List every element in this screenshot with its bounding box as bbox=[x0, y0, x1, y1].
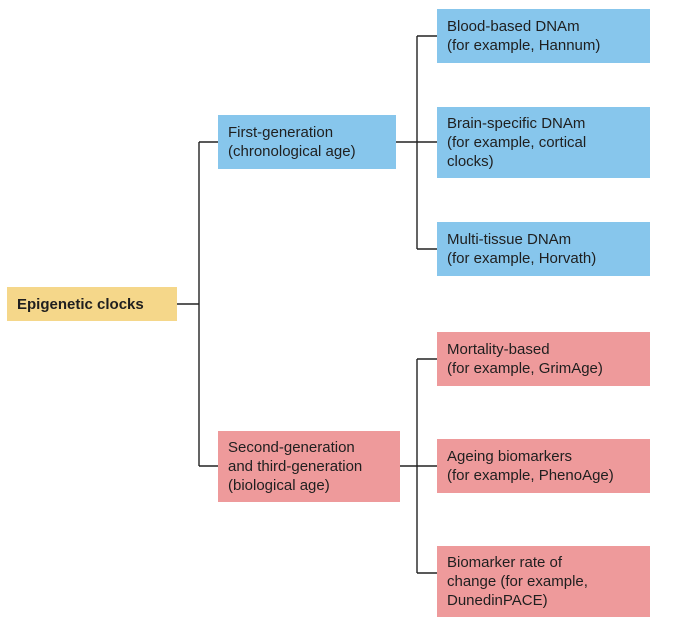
node-brain-specific-dnam: Brain-specific DNAm (for example, cortic… bbox=[437, 107, 650, 178]
node-multi-tissue-dnam: Multi-tissue DNAm (for example, Horvath) bbox=[437, 222, 650, 276]
mortality-line2: (for example, GrimAge) bbox=[447, 360, 603, 377]
node-mortality-based: Mortality-based (for example, GrimAge) bbox=[437, 332, 650, 386]
brain-specific-line2: (for example, cortical bbox=[447, 134, 587, 151]
mortality-line1: Mortality-based bbox=[447, 341, 550, 358]
ageing-line1: Ageing biomarkers bbox=[447, 448, 573, 465]
second-generation-line3: (biological age) bbox=[228, 477, 330, 494]
node-blood-based-dnam: Blood-based DNAm (for example, Hannum) bbox=[437, 9, 650, 63]
multi-tissue-line2: (for example, Horvath) bbox=[447, 250, 597, 267]
rate-line3: DunedinPACE) bbox=[447, 592, 548, 609]
node-first-generation: First-generation (chronological age) bbox=[218, 115, 396, 169]
multi-tissue-line1: Multi-tissue DNAm bbox=[447, 231, 572, 248]
first-generation-line1: First-generation bbox=[228, 124, 334, 141]
rate-line1: Biomarker rate of bbox=[447, 554, 563, 571]
node-second-generation: Second-generation and third-generation (… bbox=[218, 431, 400, 502]
brain-specific-line1: Brain-specific DNAm bbox=[447, 115, 586, 132]
ageing-line2: (for example, PhenoAge) bbox=[447, 467, 614, 484]
root-node-epigenetic-clocks: Epigenetic clocks bbox=[7, 287, 177, 321]
node-biomarker-rate-of-change: Biomarker rate of change (for example, D… bbox=[437, 546, 650, 617]
second-generation-line2: and third-generation bbox=[228, 458, 363, 475]
node-ageing-biomarkers: Ageing biomarkers (for example, PhenoAge… bbox=[437, 439, 650, 493]
blood-based-line1: Blood-based DNAm bbox=[447, 18, 580, 35]
second-generation-line1: Second-generation bbox=[228, 439, 355, 456]
root-label: Epigenetic clocks bbox=[17, 295, 144, 313]
rate-line2: change (for example, bbox=[447, 573, 588, 590]
brain-specific-line3: clocks) bbox=[447, 153, 494, 170]
blood-based-line2: (for example, Hannum) bbox=[447, 37, 601, 54]
first-generation-line2: (chronological age) bbox=[228, 143, 356, 160]
